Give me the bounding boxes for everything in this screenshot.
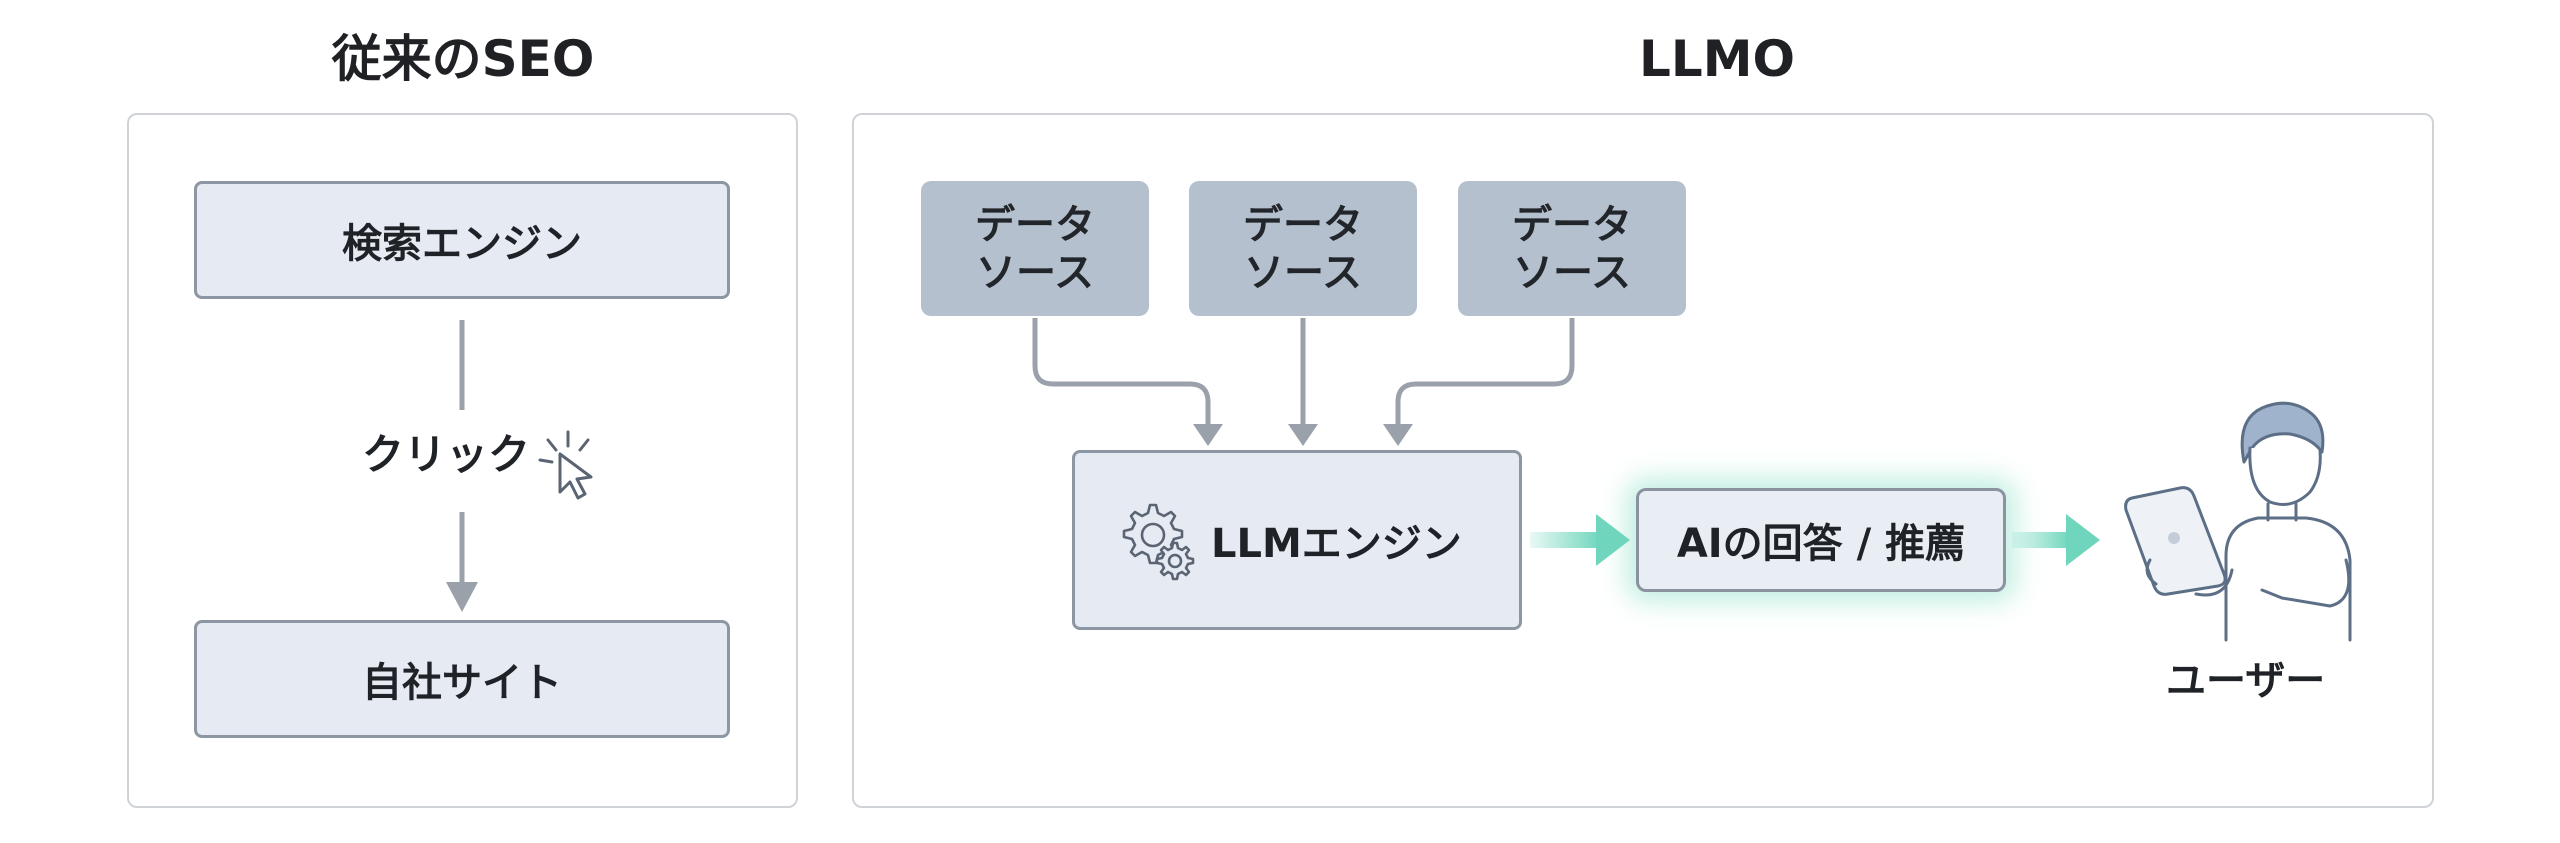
seo-arrowhead [446,582,478,612]
data-source-box-2: データ ソース [1189,181,1417,316]
llmo-section-title: LLMO [1639,30,1795,88]
data-source-line1: データ [1243,201,1363,248]
llm-engine-label: LLMエンジン [1211,521,1462,567]
data-source-box-1: データ ソース [921,181,1149,316]
answer-to-user-arrow-shaft [2012,532,2070,548]
ai-answer-box: AIの回答 / 推薦 [1636,488,2006,592]
source3-arrowhead [1383,424,1413,446]
user-label: ユーザー [2166,658,2326,704]
own-site-label: 自社サイト [362,660,562,706]
click-label: クリック [362,430,531,479]
llm-engine-box: LLMエンジン [1072,450,1522,630]
engine-to-answer-arrow-shaft [1530,532,1600,548]
ai-answer-label: AIの回答 / 推薦 [1676,521,1966,567]
data-source-line2: ソース [1244,249,1362,296]
data-source-line2: ソース [1513,249,1631,296]
engine-to-answer-arrowhead [1596,514,1630,566]
source1-arrowhead [1193,424,1223,446]
source2-arrowhead [1288,424,1318,446]
data-source-line1: データ [1512,201,1632,248]
answer-to-user-arrowhead [2066,514,2100,566]
gear-icon [1122,503,1195,581]
search-engine-box: 検索エンジン [194,181,730,299]
user-with-tablet-icon [2124,401,2352,642]
own-site-box: 自社サイト [194,620,730,738]
data-source-box-3: データ ソース [1458,181,1686,316]
source3-connector [1395,318,1575,428]
data-source-line1: データ [975,201,1095,248]
search-engine-label: 検索エンジン [342,221,582,267]
seo-section-title: 従来のSEO [331,30,595,88]
source1-connector [1032,318,1211,428]
cursor-click-icon [538,430,593,500]
data-source-line2: ソース [976,249,1094,296]
